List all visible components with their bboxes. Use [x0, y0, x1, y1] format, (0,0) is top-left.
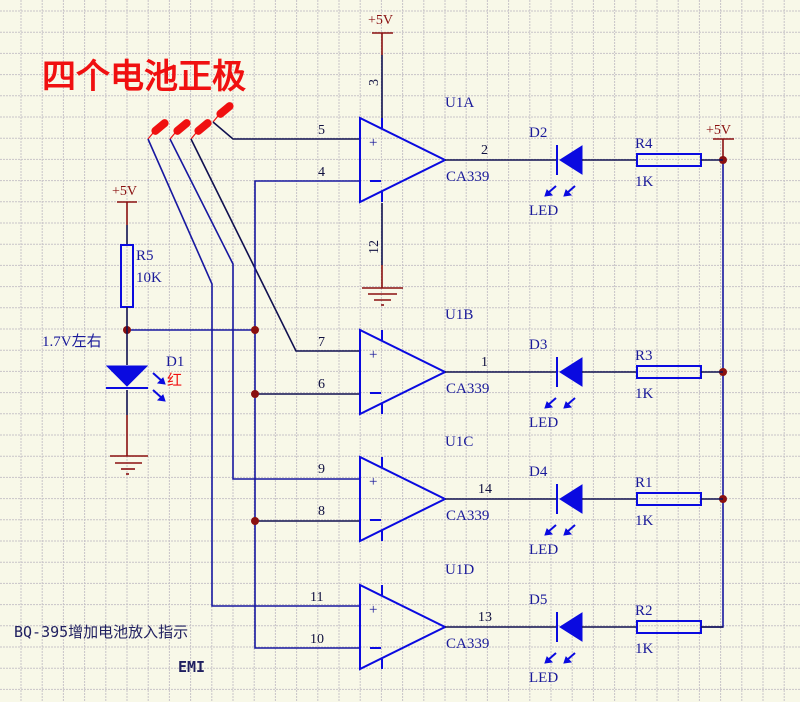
resistor-ref: R2	[635, 603, 653, 619]
resistor-ref: R3	[635, 348, 653, 364]
output-rail: +5V	[702, 123, 734, 628]
gnd-pin-number: 12	[367, 240, 382, 254]
led-d2	[559, 145, 583, 175]
resistor-r2	[636, 620, 702, 634]
ground-icon	[362, 287, 403, 306]
battery-probes	[147, 102, 234, 140]
out-pin-number: 2	[481, 143, 488, 158]
out-pin-number: 1	[481, 355, 488, 370]
battery-probe-1	[147, 119, 169, 140]
resistor-r3	[636, 365, 702, 379]
voltage-note: 1.7V左右	[42, 333, 102, 350]
part-label: CA339	[446, 636, 489, 652]
wire-probe1-to-pin11	[147, 138, 360, 607]
rail-vcc-label: +5V	[706, 123, 731, 138]
part-label: CA339	[446, 508, 489, 524]
wire-probe3-to-pin7	[190, 138, 360, 352]
minus-pin-number: 4	[318, 165, 325, 180]
plus-pin-number: 9	[318, 462, 325, 477]
minus-pin-number: 6	[318, 377, 325, 392]
resistor-ref: R4	[635, 136, 653, 152]
led-label: LED	[529, 203, 558, 219]
part-label: CA339	[446, 381, 489, 397]
reference-divider: +5V R5 10K 1.7V左右 D1 红	[42, 184, 184, 475]
led-label: LED	[529, 415, 558, 431]
resistor-r4	[636, 153, 702, 167]
title-text: 四个电池正极	[42, 57, 246, 97]
chip-vcc-label: +5V	[368, 13, 393, 28]
junction-dot	[251, 390, 259, 398]
plus-sign: +	[369, 474, 377, 490]
d1-color-note: 红	[167, 371, 182, 389]
minus-pin-number: 8	[318, 504, 325, 519]
led-d5	[559, 612, 583, 642]
led-d1	[105, 365, 166, 402]
led-ref: D4	[529, 464, 548, 480]
out-pin-number: 13	[478, 610, 492, 625]
d1-ref: D1	[166, 354, 184, 370]
vcc-pin-number: 3	[367, 79, 382, 86]
chip-power: +5V 3 12	[362, 13, 403, 306]
unit-label: U1D	[445, 562, 474, 578]
led-d4	[559, 484, 583, 514]
battery-probe-4	[212, 102, 234, 123]
plus-sign: +	[369, 347, 377, 363]
junction-dot	[251, 326, 259, 334]
plus-sign: +	[369, 135, 377, 151]
probe-wires	[147, 121, 360, 607]
wire-reference-bus	[254, 180, 360, 649]
led-ref: D5	[529, 592, 547, 608]
vcc-label: +5V	[112, 184, 137, 199]
unit-label: U1C	[445, 434, 473, 450]
junction-dot	[251, 517, 259, 525]
minus-pin-number: 10	[310, 632, 324, 647]
description-note: BQ-395增加电池放入指示	[14, 623, 188, 641]
part-label: CA339	[446, 169, 489, 185]
led-ref: D2	[529, 125, 547, 141]
reference-rail	[123, 180, 360, 649]
led-label: LED	[529, 542, 558, 558]
resistor-ref: R1	[635, 475, 653, 491]
comparator-u1a	[359, 116, 448, 204]
comparator-u1b	[359, 328, 448, 416]
led-label: LED	[529, 670, 558, 686]
unit-label: U1A	[445, 95, 474, 111]
led-d3	[559, 357, 583, 387]
comparator-channels: +U1A542CA339D2LEDR41K+U1B761CA339D3LEDR3…	[310, 95, 723, 686]
battery-probe-2	[169, 119, 191, 140]
plus-pin-number: 11	[310, 590, 323, 605]
plus-pin-number: 7	[318, 335, 325, 350]
author-note: EMI	[178, 658, 205, 676]
led-ref: D3	[529, 337, 547, 353]
comparator-u1c	[359, 455, 448, 543]
unit-label: U1B	[445, 307, 473, 323]
wire-probe4-to-pin5	[212, 121, 360, 140]
r5-value: 10K	[136, 270, 162, 286]
plus-pin-number: 5	[318, 123, 325, 138]
resistor-value: 1K	[635, 513, 654, 529]
battery-probe-3	[190, 119, 212, 140]
wire-probe2-to-pin9	[169, 138, 360, 480]
resistor-value: 1K	[635, 641, 654, 657]
diode-triangle	[105, 365, 149, 387]
out-pin-number: 14	[478, 482, 492, 497]
resistor-value: 1K	[635, 174, 654, 190]
ground-icon	[110, 455, 148, 475]
resistor-value: 1K	[635, 386, 654, 402]
plus-sign: +	[369, 602, 377, 618]
wire-vcc-rail	[702, 160, 724, 628]
r5-ref: R5	[136, 248, 154, 264]
comparator-u1d	[359, 583, 448, 671]
